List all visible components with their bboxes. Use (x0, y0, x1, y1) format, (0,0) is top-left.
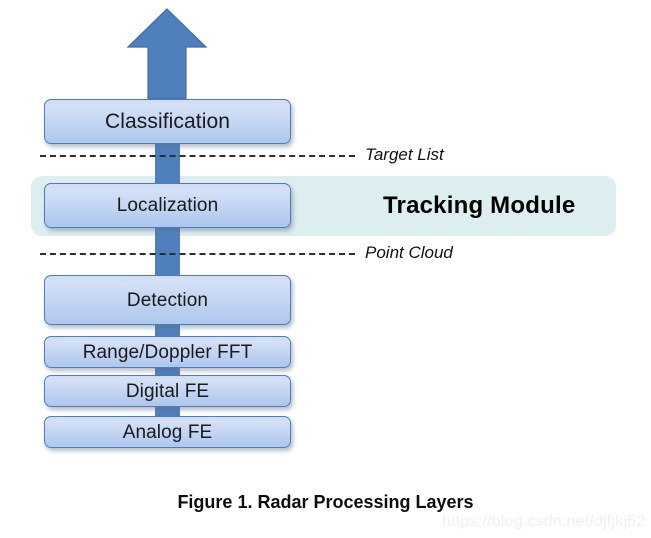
layer-box-localization[interactable]: Localization (44, 183, 291, 228)
arrow-head (126, 8, 208, 100)
dashed-separator-point-cloud (40, 253, 355, 255)
layer-label-localization: Localization (116, 195, 219, 216)
tracking-module-title: Tracking Module (383, 192, 576, 219)
annotation-point-cloud: Point Cloud (365, 243, 453, 262)
layer-box-detection[interactable]: Detection (44, 275, 291, 325)
layer-label-analog-fe: Analog FE (122, 421, 213, 443)
figure-caption: Figure 1. Radar Processing Layers (177, 492, 474, 512)
layer-box-analog-fe[interactable]: Analog FE (44, 416, 291, 448)
watermark-url: https://blog.csdn.net/djfjkj52 (442, 513, 646, 530)
layer-label-range-doppler-fft: Range/Doppler FFT (82, 341, 253, 363)
dashed-separator-target-list (40, 155, 355, 157)
layer-box-range-doppler-fft[interactable]: Range/Doppler FFT (44, 336, 291, 368)
layer-label-classification: Classification (104, 110, 231, 133)
annotation-target-list: Target List (365, 145, 444, 164)
layer-label-digital-fe: Digital FE (125, 380, 210, 402)
layer-label-detection: Detection (126, 289, 209, 311)
layer-box-digital-fe[interactable]: Digital FE (44, 375, 291, 407)
layer-box-classification[interactable]: Classification (44, 99, 291, 144)
